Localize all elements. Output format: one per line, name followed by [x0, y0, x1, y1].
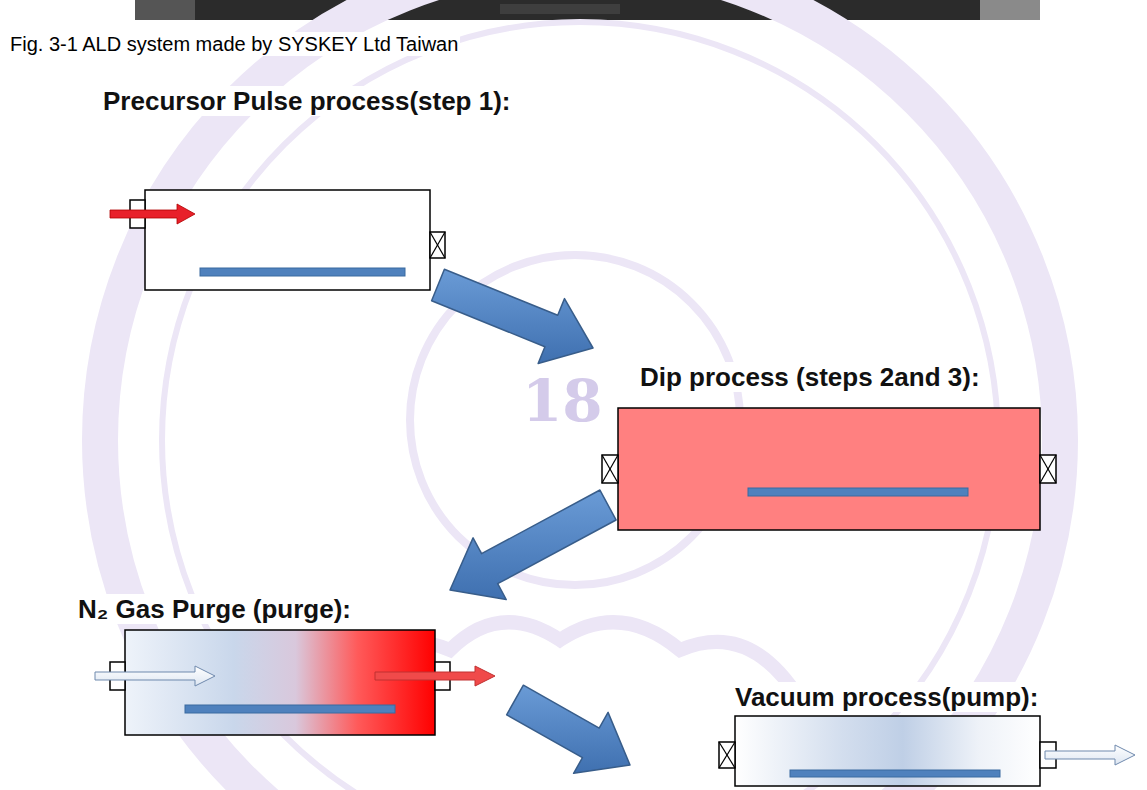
process-heading: Vacuum process(pump): [732, 682, 1041, 712]
photo-strip [0, 0, 1147, 22]
chamber-purge [95, 630, 495, 735]
watermark-seal [100, 0, 1060, 790]
chamber-vacuum [719, 716, 1135, 786]
flow-arrow [432, 269, 593, 363]
process-chamber: Dip process (steps 2and 3): [618, 408, 1040, 530]
watermark-text: 18 [522, 372, 603, 430]
process-chamber: Vacuum process(pump): [735, 716, 1040, 786]
chamber-dip [602, 408, 1056, 530]
process-heading: Dip process (steps 2and 3): [637, 362, 983, 392]
flow-arrow [450, 490, 616, 599]
figure-caption: Fig. 3-1 ALD system made by SYSKEY Ltd T… [8, 32, 460, 56]
process-chamber: N₂ Gas Purge (purge): [125, 630, 435, 735]
process-heading: Precursor Pulse process(step 1): [100, 86, 514, 116]
chamber-precursor [110, 190, 445, 290]
flow-arrow [507, 685, 630, 773]
process-chamber: Precursor Pulse process(step 1): [145, 190, 430, 290]
process-heading: N₂ Gas Purge (purge): [75, 594, 354, 624]
